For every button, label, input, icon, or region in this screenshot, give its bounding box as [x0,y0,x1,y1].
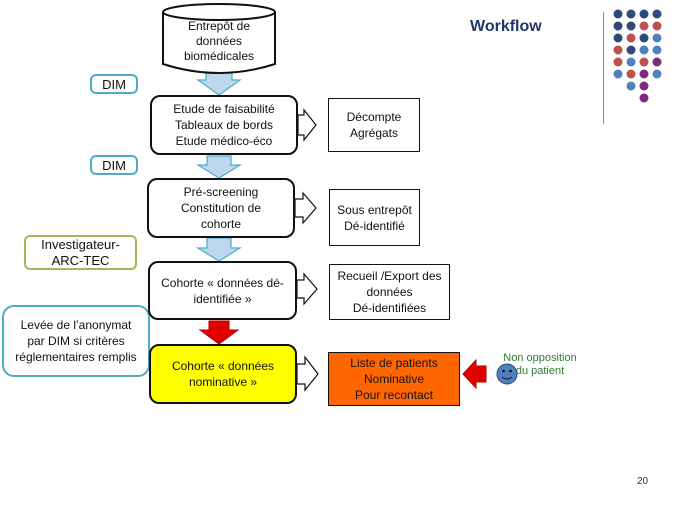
non-opposition-label: Non opposition du patient [503,352,577,377]
decor-dot [652,57,662,67]
step-cohorte-deidentifiee: Cohorte « données dé- identifiée » [148,261,297,320]
decor-dot [652,69,662,79]
decor-dot [626,9,636,19]
decor-dot [626,81,636,91]
smiley-icon [496,363,518,385]
decor-dot [639,21,649,31]
output-liste-patients: Liste de patients Nominative Pour recont… [328,352,460,406]
output-recueil-export: Recueil /Export des données Dé-identifié… [329,264,450,320]
decor-dot [639,81,649,91]
decor-dot [652,33,662,43]
investigateur-tag: Investigateur- ARC-TEC [24,235,137,270]
decor-dot [639,45,649,55]
down-arrow-3 [195,237,243,262]
divider-line [603,12,604,124]
levee-anonymat-note: Levée de l’anonymat par DIM si critères … [2,305,150,377]
step-pre-screening: Pré-screening Constitution de cohorte [147,178,295,238]
decor-dot [639,69,649,79]
decor-dot [626,33,636,43]
decor-dot [626,57,636,67]
left-arrow-red [462,358,487,390]
step-faisabilite: Etude de faisabilité Tableaux de bords E… [150,95,298,155]
decor-dot [626,45,636,55]
decor-dot [639,33,649,43]
decor-dot [652,45,662,55]
decor-dot [613,69,623,79]
right-arrow-4 [296,355,319,392]
decor-dot [639,9,649,19]
right-arrow-3 [296,272,318,306]
decor-dot [639,93,649,103]
dim-tag-1: DIM [90,74,138,94]
output-sous-entrepot: Sous entrepôt Dé-identifié [329,189,420,246]
decor-dot [652,9,662,19]
decor-dot [626,69,636,79]
dot-grid-decoration [613,9,662,103]
decor-dot [613,57,623,67]
dim-tag-2: DIM [90,155,138,175]
page-number: 20 [637,476,649,487]
decor-dot [652,21,662,31]
slide-title: Workflow [470,18,542,35]
decor-dot [639,57,649,67]
database-cylinder [162,3,276,74]
decor-dot [613,9,623,19]
down-arrow-2 [195,155,243,179]
right-arrow-2 [294,191,317,225]
step-cohorte-nominative: Cohorte « données nominative » [149,344,297,404]
decor-dot [613,45,623,55]
down-arrow-red [198,320,240,345]
output-decompte: Décompte Agrégats [328,98,420,152]
decor-dot [613,21,623,31]
decor-dot [626,21,636,31]
right-arrow-1 [297,108,317,142]
database-label: Entrepôt de données biomédicales [183,18,255,63]
decor-dot [613,33,623,43]
